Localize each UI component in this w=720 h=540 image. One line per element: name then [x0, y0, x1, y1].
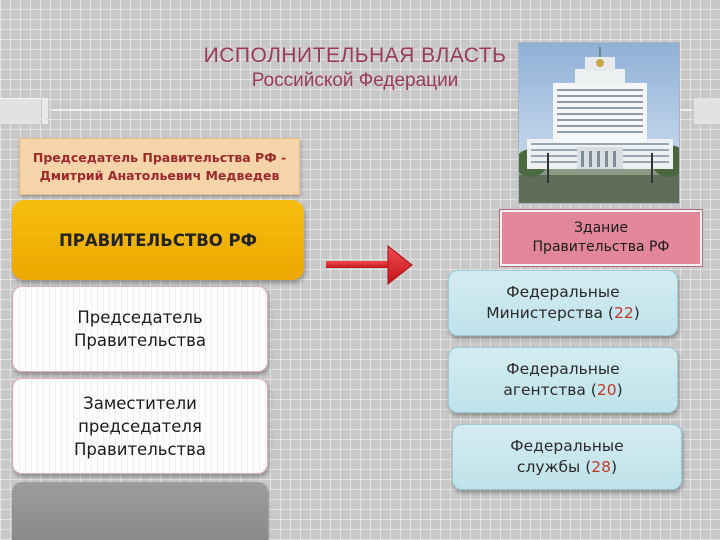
decor-band-tick — [42, 98, 48, 124]
federal-agencies-box: Федеральные агентства (20) — [448, 347, 678, 413]
federal-agencies-line-1: Федеральные — [506, 360, 620, 378]
federal-ministries-line-2: Министерства (22) — [486, 304, 640, 322]
building-label: Здание Правительства РФ — [499, 209, 703, 267]
building-label-line-2: Правительства РФ — [532, 239, 670, 255]
services-count: 28 — [591, 458, 611, 476]
government-building-photo — [518, 42, 680, 204]
agencies-count: 20 — [596, 381, 617, 399]
decor-band-left — [0, 98, 40, 124]
chairman-box: Председатель Правительства РФ - Дмитрий … — [19, 138, 300, 195]
deputies-box: Заместители председателя Правительства — [12, 378, 268, 474]
federal-services-line-2: службы (28) — [516, 458, 618, 476]
government-box: ПРАВИТЕЛЬСТВО РФ — [12, 200, 304, 280]
deputies-line-1: Заместители — [83, 393, 197, 413]
chairman-line-1: Председатель Правительства РФ - — [32, 149, 287, 165]
deputies-line-2: председателя — [78, 416, 202, 436]
title-line-2: Российской Федерации — [251, 70, 459, 91]
chairman-line-2: Дмитрий Анатольевич Медведев — [39, 167, 280, 183]
chairman-role-line-2: Правительства — [74, 331, 206, 350]
federal-ministries-line-1: Федеральные — [506, 283, 620, 301]
arrow-right-icon — [326, 244, 413, 286]
chairman-role-box: Председатель Правительства — [12, 286, 268, 372]
blank-gray-box — [12, 482, 268, 540]
government-label: ПРАВИТЕЛЬСТВО РФ — [58, 230, 258, 250]
building-label-line-1: Здание — [573, 220, 629, 236]
ministries-count: 22 — [613, 304, 634, 322]
decor-band-right — [694, 98, 720, 124]
decor-band-line — [52, 109, 692, 111]
building-image — [519, 47, 679, 203]
federal-services-line-1: Федеральные — [510, 437, 624, 455]
federal-services-box: Федеральные службы (28) — [452, 424, 682, 490]
chairman-role-line-1: Председатель — [77, 308, 203, 327]
deputies-line-3: Правительства — [74, 439, 206, 459]
federal-agencies-line-2: агентства (20) — [503, 381, 623, 399]
title-line-1: ИСПОЛНИТЕЛЬНАЯ ВЛАСТЬ — [203, 44, 507, 67]
federal-ministries-box: Федеральные Министерства (22) — [448, 270, 678, 336]
slide-title: ИСПОЛНИТЕЛЬНАЯ ВЛАСТЬ Российской Федерац… — [150, 44, 560, 92]
